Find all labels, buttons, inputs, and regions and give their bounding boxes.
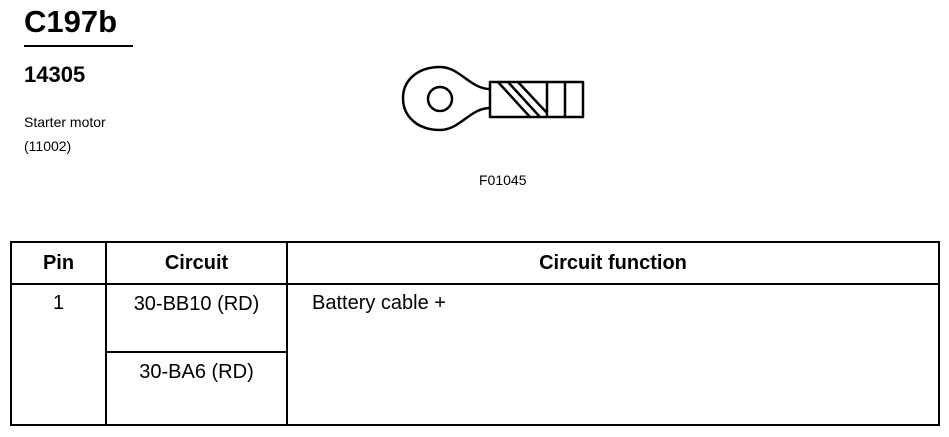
component-name: Starter motor [24, 114, 106, 130]
pin-table: Pin Circuit Circuit function 1 30-BB10 (… [10, 241, 940, 426]
figure-code: F01045 [479, 172, 527, 188]
pin-number: 1 [10, 283, 107, 426]
circuit-function: Battery cable + [286, 283, 940, 426]
table-row: 30-BA6 (RD) [11, 351, 939, 426]
part-number: 14305 [24, 62, 86, 87]
connector-id: C197b [24, 4, 118, 39]
title-underline [24, 45, 133, 47]
ring-terminal-icon [401, 65, 585, 132]
header-function: Circuit function [286, 241, 940, 285]
component-code: (11002) [24, 138, 72, 154]
circuit-code: 30-BA6 (RD) [105, 351, 288, 426]
table-header-row: Pin Circuit Circuit function [10, 241, 940, 285]
header-circuit: Circuit [105, 241, 288, 285]
table-row: 1 30-BB10 (RD) Battery cable + [10, 283, 940, 426]
header-pin: Pin [10, 241, 107, 285]
circuit-code: 30-BB10 (RD) [105, 283, 288, 353]
